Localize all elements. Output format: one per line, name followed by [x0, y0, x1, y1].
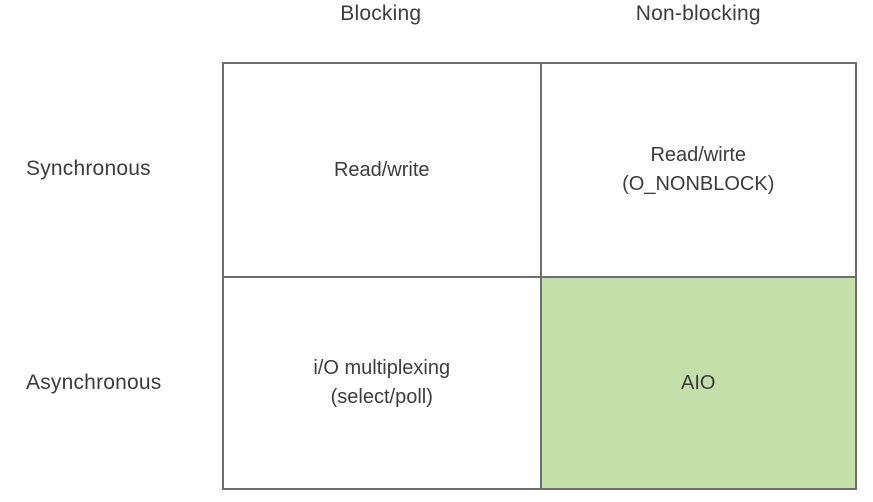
matrix-cell-sync-nonblocking: Read/wirte (O_NONBLOCK) [539, 64, 855, 276]
matrix-cell-async-blocking-line-1: i/O multiplexing [313, 357, 451, 379]
column-header-non-blocking-label: Non-blocking [635, 2, 761, 25]
matrix-cell-async-blocking-line-2: (select/poll) [330, 386, 433, 408]
row-header-asynchronous-label: Asynchronous [26, 371, 162, 394]
column-header-blocking-label: Blocking [340, 2, 422, 25]
matrix-cell-async-blocking: i/O multiplexing (select/poll) [224, 276, 540, 488]
io-model-matrix: Read/write Read/wirte (O_NONBLOCK) i/O m… [222, 62, 857, 490]
matrix-cell-async-nonblocking-line-1: AIO [681, 371, 716, 394]
matrix-cell-sync-blocking-line-1: Read/write [333, 158, 430, 181]
row-header-synchronous-label: Synchronous [26, 157, 151, 180]
row-header-column: Synchronous Asynchronous [0, 62, 222, 490]
column-header-non-blocking: Non-blocking [540, 0, 858, 62]
row-header-asynchronous: Asynchronous [0, 276, 222, 490]
matrix-cell-sync-blocking: Read/write [224, 64, 540, 276]
column-header-row: Blocking Non-blocking [222, 0, 857, 62]
matrix-cell-async-nonblocking: AIO [539, 276, 855, 488]
column-header-blocking: Blocking [222, 0, 540, 62]
matrix-cell-sync-nonblocking-line-2: (O_NONBLOCK) [622, 173, 775, 195]
row-header-synchronous: Synchronous [0, 62, 222, 276]
matrix-cell-sync-nonblocking-line-1: Read/wirte [650, 144, 747, 166]
